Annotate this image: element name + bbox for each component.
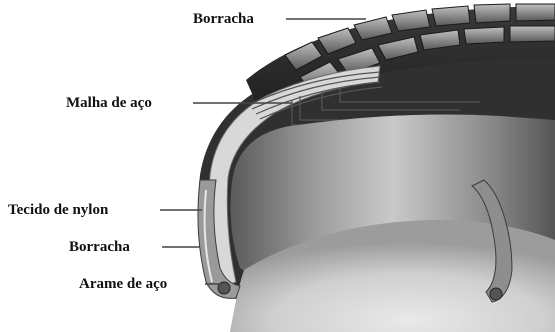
label-malha-de-aco: Malha de aço (66, 96, 152, 111)
label-borracha-side: Borracha (69, 240, 130, 255)
bead-wire-right (490, 288, 502, 300)
label-arame-de-aco: Arame de aço (79, 277, 167, 292)
label-tecido-de-nylon: Tecido de nylon (8, 203, 108, 218)
label-borracha-top: Borracha (193, 12, 254, 27)
